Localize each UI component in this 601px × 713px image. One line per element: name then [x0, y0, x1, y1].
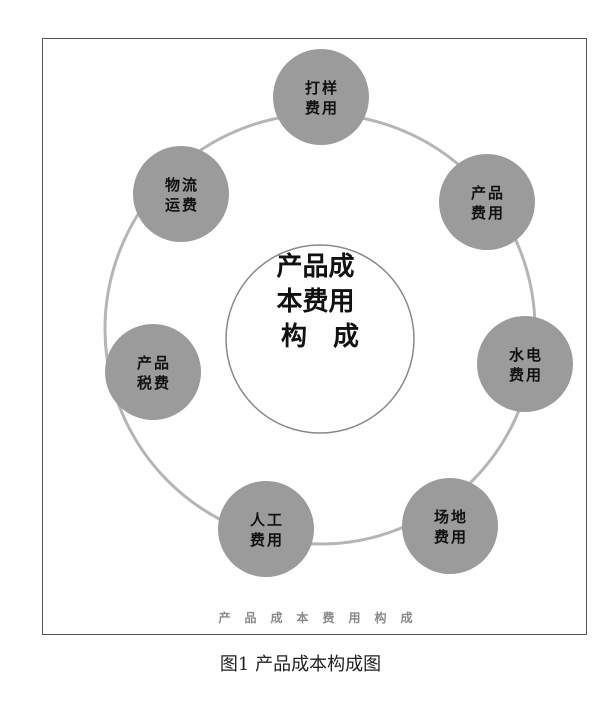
cost-node-label-line: 费用	[509, 366, 543, 384]
cost-node-circle	[402, 478, 498, 574]
center-circle	[225, 244, 415, 434]
cost-node-label-line: 场地	[434, 508, 468, 526]
cost-node-label-line: 费用	[434, 528, 468, 546]
cost-node-label-line: 运费	[165, 196, 199, 214]
cost-node-label: 产品税费	[137, 354, 171, 392]
cost-node-label: 场地费用	[434, 508, 468, 546]
cost-node-label: 水电费用	[509, 346, 543, 384]
cost-node-label: 物流运费	[165, 176, 199, 214]
cost-node-circle	[218, 481, 314, 577]
center-label-line: 构 成	[281, 322, 359, 352]
cost-node-label-line: 费用	[250, 531, 284, 549]
cost-node: 物流运费	[133, 146, 229, 242]
center-label-line: 产品成	[276, 252, 354, 282]
cost-node-label-line: 产品	[471, 184, 505, 202]
cost-node-label-line: 物流	[165, 176, 199, 194]
cost-node-label-line: 费用	[305, 99, 339, 117]
cost-node: 人工费用	[218, 481, 314, 577]
cost-node: 水电费用	[477, 316, 573, 412]
cost-node-label: 产品费用	[471, 184, 505, 222]
diagram-footer-caption: 产品成本费用构成	[218, 611, 427, 625]
cost-node-circle	[105, 324, 201, 420]
cost-node-label-line: 税费	[137, 374, 171, 392]
cost-node: 场地费用	[402, 478, 498, 574]
cost-node-label-line: 产品	[137, 354, 171, 372]
cost-node: 产品费用	[439, 154, 535, 250]
cost-node: 产品税费	[105, 324, 201, 420]
cost-node: 打样费用	[273, 49, 369, 145]
cost-node-circle	[477, 316, 573, 412]
cost-node-label-line: 费用	[471, 204, 505, 222]
center-label: 产品成 本费用 构 成	[276, 252, 363, 352]
diagram-frame: 产品成 本费用 构 成 打样费用产品费用水电费用场地费用人工费用产品税费物流运费…	[42, 38, 587, 635]
cost-node-label-line: 水电	[509, 346, 543, 364]
cost-node-label: 打样费用	[305, 79, 339, 117]
cost-node-circle	[133, 146, 229, 242]
cost-node-circle	[273, 49, 369, 145]
cost-node-label-line: 人工	[250, 511, 284, 529]
cost-node-circle	[439, 154, 535, 250]
figure-caption: 图1 产品成本构成图	[219, 654, 382, 675]
center-label-line: 本费用	[276, 287, 354, 317]
cost-node-label-line: 打样	[305, 79, 339, 97]
cost-node-label: 人工费用	[250, 511, 284, 549]
